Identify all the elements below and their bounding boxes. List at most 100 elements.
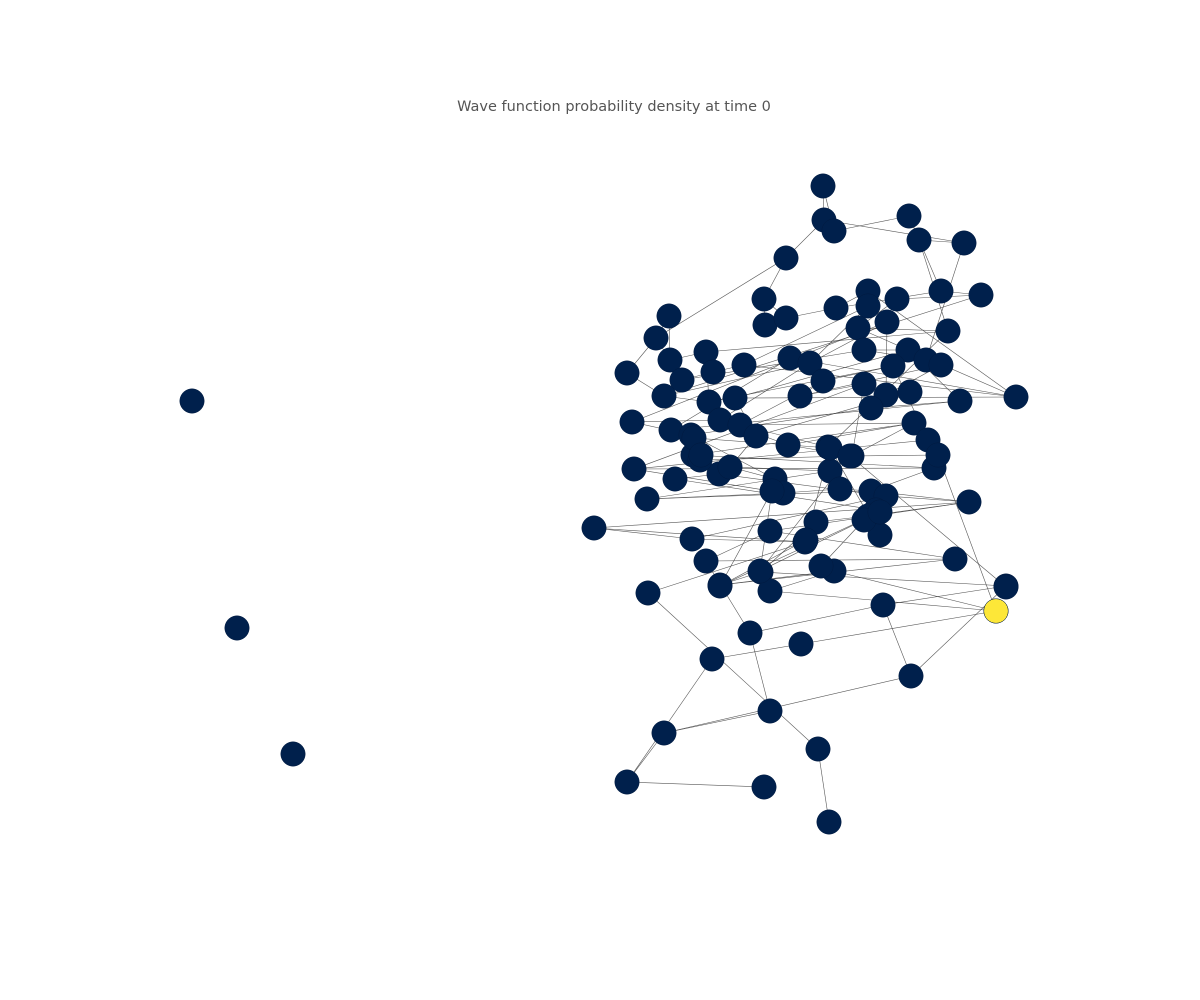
graph-edge xyxy=(800,610,997,645)
graph-node xyxy=(858,395,884,421)
graph-node xyxy=(816,809,842,835)
graph-node xyxy=(805,736,831,762)
graph-node xyxy=(731,352,757,378)
graph-edge xyxy=(789,357,1017,398)
graph-node xyxy=(968,282,994,308)
graph-edge xyxy=(749,604,884,634)
graph-node xyxy=(787,383,813,409)
graph-node xyxy=(757,698,783,724)
graph-edge xyxy=(823,219,965,244)
graph-edge xyxy=(692,422,915,456)
graph-edge xyxy=(749,632,771,712)
graph-node xyxy=(845,315,871,341)
graph-node xyxy=(651,383,677,409)
graph-edge xyxy=(626,658,713,783)
graph-node xyxy=(614,360,640,386)
graph-node xyxy=(752,312,778,338)
graph-node xyxy=(581,515,607,541)
graph-node xyxy=(688,442,714,468)
graph-node xyxy=(747,558,773,584)
graph-node xyxy=(808,553,834,579)
graph-node xyxy=(737,620,763,646)
graph-node xyxy=(662,466,688,492)
graph-node xyxy=(851,337,877,363)
graph-edge xyxy=(809,305,869,364)
graph-node xyxy=(827,476,853,502)
graph-node xyxy=(896,203,922,229)
graph-node xyxy=(1003,384,1029,410)
graph-edge xyxy=(593,527,693,540)
graph-node xyxy=(280,741,306,767)
graph-node xyxy=(823,295,849,321)
graph-node xyxy=(634,486,660,512)
graph-edge xyxy=(760,571,1007,587)
graph-node xyxy=(722,385,748,411)
graph-edge xyxy=(646,470,831,500)
graph-node xyxy=(693,548,719,574)
graph-edge xyxy=(833,215,910,232)
graph-node xyxy=(669,367,695,393)
graph-node xyxy=(643,325,669,351)
graph-node xyxy=(614,769,640,795)
graph-node xyxy=(656,303,682,329)
graph-node xyxy=(821,218,847,244)
graph-node xyxy=(224,615,250,641)
graph-node xyxy=(855,293,881,319)
graph-edge xyxy=(647,592,819,750)
graph-edge xyxy=(633,468,784,494)
graph-node xyxy=(884,286,910,312)
graph-edge xyxy=(882,604,912,677)
graph-node xyxy=(699,646,725,672)
graph-node xyxy=(635,580,661,606)
graph-node xyxy=(707,573,733,599)
graph-node xyxy=(867,499,893,525)
graph-edge xyxy=(647,541,806,594)
graph-node xyxy=(793,527,819,553)
graph-edge xyxy=(849,454,939,457)
graph-node xyxy=(773,305,799,331)
graph-edge xyxy=(705,330,949,353)
graph-edge xyxy=(743,305,869,366)
graph-node xyxy=(775,432,801,458)
graph-node xyxy=(773,245,799,271)
graph-node xyxy=(928,352,954,378)
graph-edge xyxy=(787,422,915,446)
graph-edge xyxy=(626,781,765,788)
graph-node xyxy=(956,489,982,515)
graph-edge xyxy=(705,560,751,634)
graph-node xyxy=(751,286,777,312)
graph-edge xyxy=(593,501,970,529)
graph-edge xyxy=(711,643,802,660)
graph-edge xyxy=(691,495,887,540)
graph-node xyxy=(851,371,877,397)
graph-node xyxy=(651,720,677,746)
graph-node xyxy=(757,518,783,544)
plot-title: Wave function probability density at tim… xyxy=(457,99,771,115)
graph-edge xyxy=(937,454,997,612)
graph-node xyxy=(947,388,973,414)
graph-node-high-density xyxy=(983,598,1009,624)
graph-edge xyxy=(857,327,949,332)
graph-edge xyxy=(719,490,773,587)
graph-node xyxy=(679,526,705,552)
graph-node xyxy=(751,774,777,800)
graph-node xyxy=(700,359,726,385)
graph-edge xyxy=(833,570,997,612)
graph-node xyxy=(179,388,205,414)
graph-edge xyxy=(719,362,811,421)
graph-node xyxy=(797,350,823,376)
graph-edge xyxy=(849,455,1007,588)
graph-edge xyxy=(882,585,1007,606)
graph-node xyxy=(993,574,1019,600)
nodes-layer xyxy=(179,173,1029,835)
graph-edge xyxy=(663,710,771,734)
graph-node xyxy=(810,173,836,199)
graph-node xyxy=(870,592,896,618)
graph-node xyxy=(898,663,924,689)
graph-node xyxy=(619,409,645,435)
graph-edge xyxy=(691,538,806,543)
graph-node xyxy=(757,578,783,604)
graph-edge xyxy=(633,467,935,470)
